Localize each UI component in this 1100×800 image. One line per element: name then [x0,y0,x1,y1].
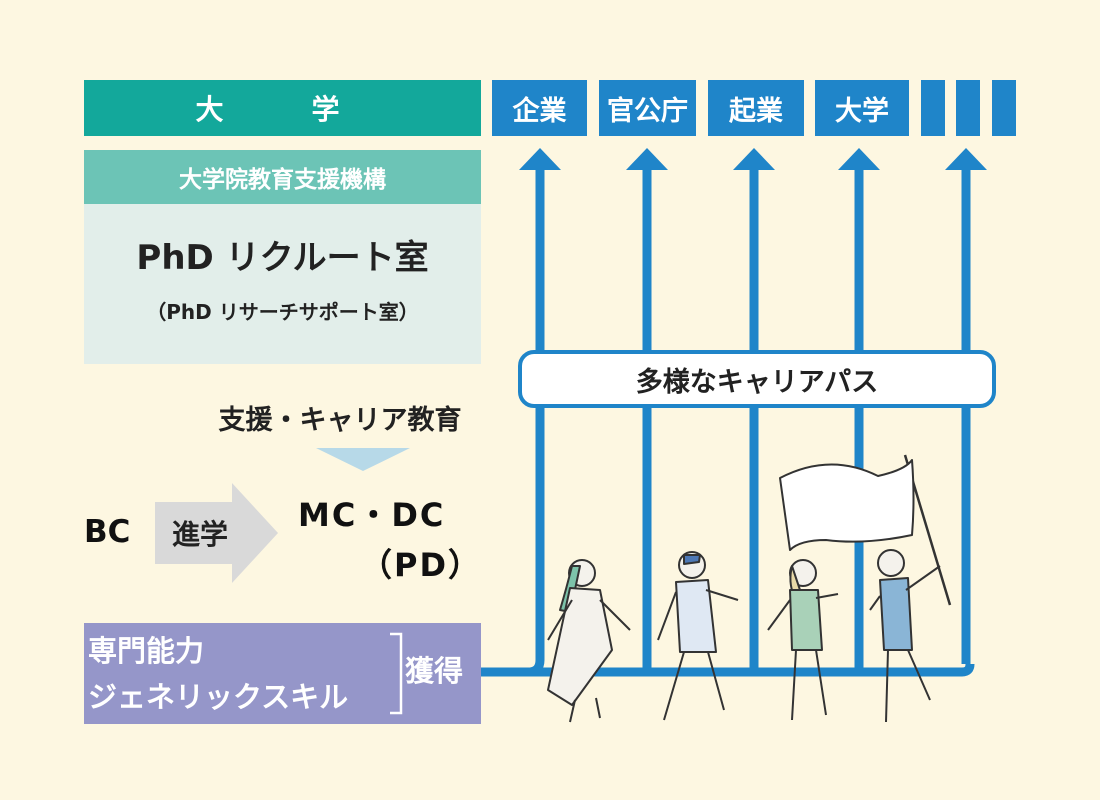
recruit-office-title: PhD リクルート室 [136,238,429,278]
career-box-startup: 起業 [708,80,804,136]
skills-box [84,623,481,724]
career-label: 官公庁 [607,95,688,127]
pd-label: （PD） [360,546,483,584]
career-label: 企業 [512,95,567,127]
progression-arrow-icon [155,483,278,583]
arrow-up-icon [626,148,668,170]
career-path-label: 多様なキャリアパス [518,350,996,408]
career-box-other [921,80,945,136]
skills-line-generic: ジェネリックスキル [88,680,349,714]
career-label: 大学 [835,95,889,127]
career-box-company: 企業 [492,80,587,136]
people-walking-with-flag-icon [547,454,952,723]
career-arrows [527,166,971,677]
connector-line [481,663,975,677]
university-label: 大 学 [195,93,370,126]
skills-line-specialized: 専門能力 [88,634,205,668]
career-box-university: 大学 [815,80,909,136]
bracket-icon [390,632,403,715]
arrow-up-icon [733,148,775,170]
mcdc-label: MC・DC [298,496,446,534]
recruit-office-subtitle: （PhD リサーチサポート室） [146,300,419,324]
career-box-government: 官公庁 [599,80,696,136]
arrow-up-icon [519,148,561,170]
university-bar: 大 学 [84,80,481,136]
support-label: 支援・キャリア教育 [218,405,462,436]
bc-label: BC [84,514,131,550]
progression-arrow-label: 進学 [172,518,229,551]
arrow-up-icon [838,148,880,170]
panel-header: 大学院教育支援機構 [84,150,481,204]
arrow-up-icon [945,148,987,170]
career-box-other [992,80,1016,136]
acquire-label: 獲得 [405,654,464,688]
career-label: 起業 [729,95,783,127]
career-box-other [956,80,980,136]
down-pointer-icon [316,448,410,471]
arrow-heads [519,148,987,170]
